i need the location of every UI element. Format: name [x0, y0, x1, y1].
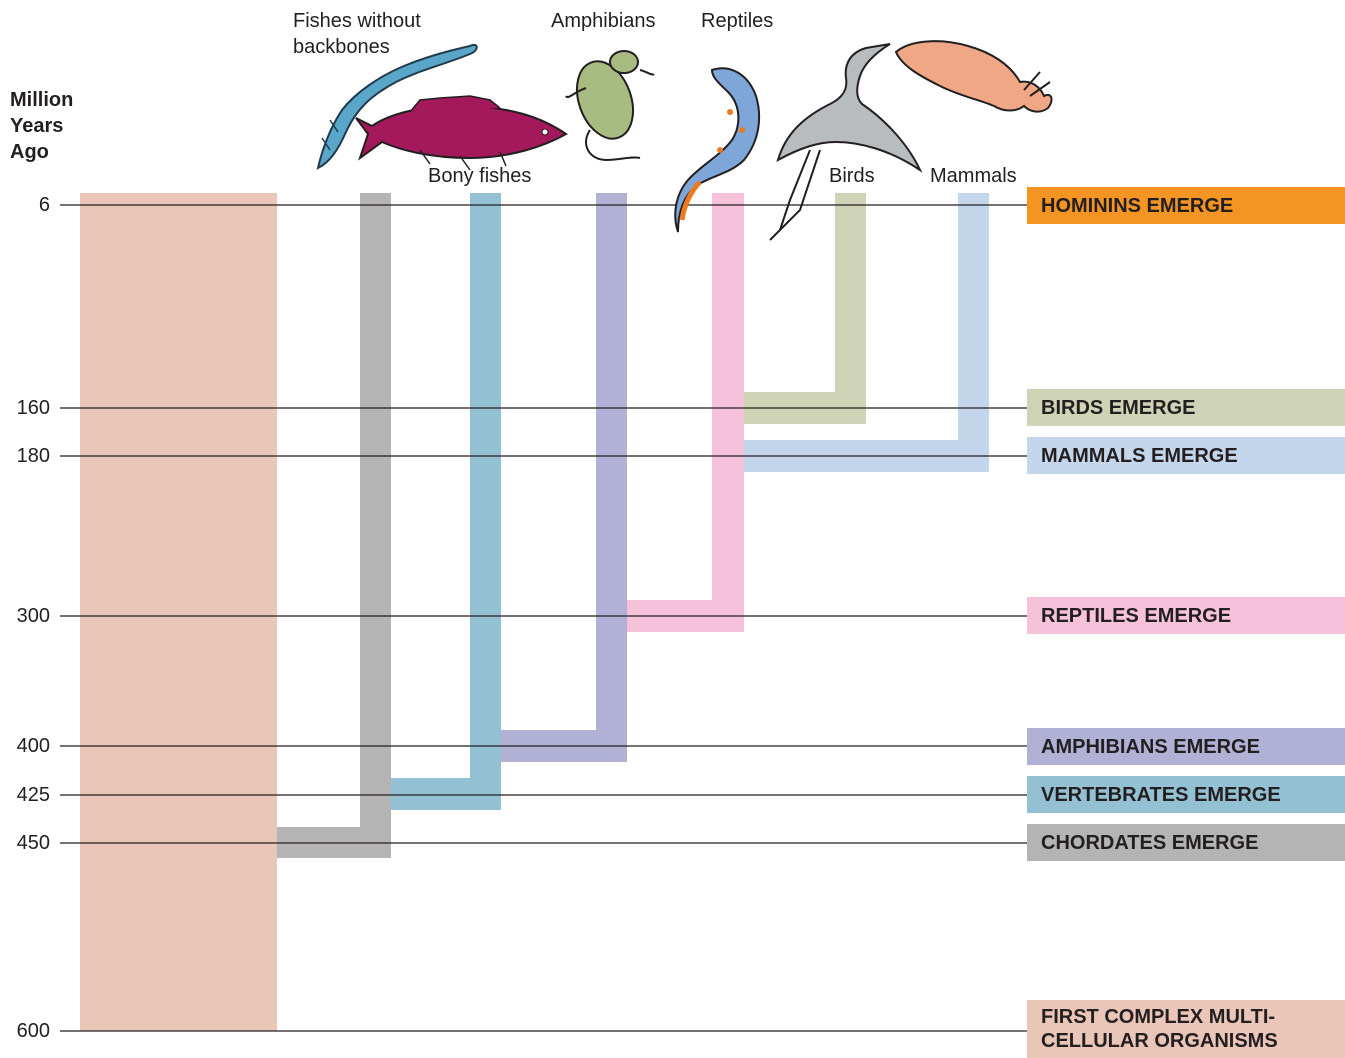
label-bony-fishes: Bony fishes — [428, 163, 531, 189]
event-box: BIRDS EMERGE — [1027, 389, 1345, 426]
axis-title-line: Years — [10, 113, 73, 139]
tick-label: 160 — [0, 397, 50, 419]
event-label: CELLULAR ORGANISMS — [1041, 1029, 1345, 1053]
reptiles-bar — [712, 193, 744, 632]
bony-fishes-bar — [470, 193, 501, 810]
event-label: REPTILES EMERGE — [1041, 604, 1345, 628]
tick-label: 400 — [0, 735, 50, 757]
event-box: MAMMALS EMERGE — [1027, 437, 1345, 474]
label-fishes-without-backbones: Fishes without backbones — [293, 8, 421, 60]
label-amphibians: Amphibians — [551, 8, 656, 34]
label-birds: Birds — [829, 163, 875, 189]
event-label: HOMININS EMERGE — [1041, 194, 1345, 218]
axis-title-line: Ago — [10, 139, 73, 165]
event-label: VERTEBRATES EMERGE — [1041, 783, 1345, 807]
event-label: BIRDS EMERGE — [1041, 396, 1345, 420]
axis-title-line: Million — [10, 87, 73, 113]
tick-label: 180 — [0, 445, 50, 467]
label-reptiles: Reptiles — [701, 8, 773, 34]
fish-icon — [356, 96, 566, 170]
tick-label: 425 — [0, 784, 50, 806]
event-box: VERTEBRATES EMERGE — [1027, 776, 1345, 813]
event-box: CHORDATES EMERGE — [1027, 824, 1345, 861]
amphibians-bar — [596, 193, 627, 762]
multicellular-bar — [80, 193, 277, 1031]
event-label: AMPHIBIANS EMERGE — [1041, 735, 1345, 759]
label-line: Fishes without — [293, 8, 421, 34]
event-box: HOMININS EMERGE — [1027, 187, 1345, 224]
tick-label: 300 — [0, 605, 50, 627]
tick-label: 6 — [0, 194, 50, 216]
label-line: backbones — [293, 34, 421, 60]
tick-label: 450 — [0, 832, 50, 854]
label-mammals: Mammals — [930, 163, 1017, 189]
tick-label: 600 — [0, 1020, 50, 1042]
event-label: MAMMALS EMERGE — [1041, 444, 1345, 468]
event-label: CHORDATES EMERGE — [1041, 831, 1345, 855]
frog-icon — [566, 51, 654, 160]
event-box: FIRST COMPLEX MULTI- CELLULAR ORGANISMS — [1027, 1000, 1345, 1058]
rabbit-icon — [896, 41, 1051, 111]
mammals-bar — [958, 193, 989, 472]
birds-bar — [835, 193, 866, 424]
event-box: REPTILES EMERGE — [1027, 597, 1345, 634]
event-box: AMPHIBIANS EMERGE — [1027, 728, 1345, 765]
chordates-bar — [360, 193, 391, 858]
event-label: FIRST COMPLEX MULTI- — [1041, 1005, 1345, 1029]
axis-title: Million Years Ago — [10, 87, 73, 165]
